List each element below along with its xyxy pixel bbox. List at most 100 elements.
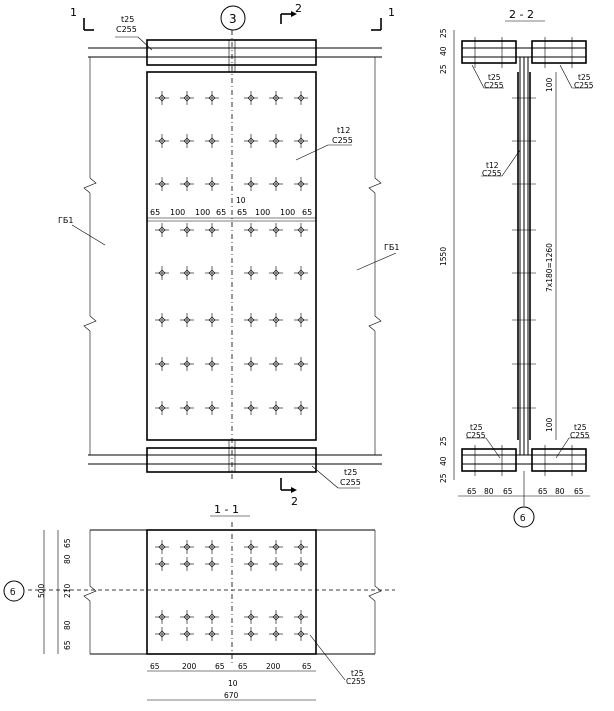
s22-bdim-1: 80 xyxy=(484,487,494,496)
dim-4: 65 xyxy=(237,208,247,217)
section-1-label-right: 1 xyxy=(388,6,395,19)
flange-top-thk: t25 xyxy=(121,15,134,24)
bolt-mark xyxy=(244,610,258,624)
bolt-mark xyxy=(269,313,283,327)
bolt-mark xyxy=(269,177,283,191)
section-2-label-bottom: 2 xyxy=(291,495,298,508)
s22-dim-top-2: 25 xyxy=(439,64,448,74)
bolt-mark xyxy=(155,357,169,371)
bolt-mark xyxy=(180,610,194,624)
bolt-mark xyxy=(180,540,194,554)
section-marker-2-top: 2 xyxy=(280,2,302,24)
s22-fbr-thk: t25 xyxy=(574,423,587,432)
s11-ldim-4: 65 xyxy=(63,640,72,650)
bolt-mark xyxy=(269,134,283,148)
s11-bdim-2: 65 xyxy=(215,662,225,671)
bolt-mark xyxy=(155,223,169,237)
bolt-mark xyxy=(155,266,169,280)
bolt-mark xyxy=(244,134,258,148)
bolt-mark xyxy=(155,557,169,571)
s22-height: 1550 xyxy=(439,247,448,266)
bolt-mark xyxy=(155,610,169,624)
s22-fbr-steel: C255 xyxy=(570,431,590,440)
s22-ftr-steel: C255 xyxy=(574,81,594,90)
bolt-mark xyxy=(180,357,194,371)
section-marker-1-right: 1 xyxy=(371,6,395,31)
bolt-mark xyxy=(155,627,169,641)
bolt-mark xyxy=(294,540,308,554)
bolt-mark xyxy=(205,357,219,371)
main-dims: 65 100 100 65 65 100 100 65 10 xyxy=(147,196,316,219)
bolt-mark xyxy=(269,401,283,415)
section-2-2-flange-bolts xyxy=(474,37,573,476)
s22-ftl-steel: C255 xyxy=(484,81,504,90)
bolt-mark xyxy=(269,266,283,280)
s11-bdim-5: 65 xyxy=(302,662,312,671)
s11-plate-steel: C255 xyxy=(346,677,366,686)
bolt-mark xyxy=(205,134,219,148)
section-1-1-title: 1 - 1 xyxy=(214,503,239,516)
s22-edge-top: 100 xyxy=(545,77,554,92)
bolt-mark xyxy=(294,266,308,280)
section-marker-2-bottom: 2 xyxy=(280,478,298,508)
section-1-1-bolt-grid xyxy=(155,540,308,641)
bolt-mark xyxy=(155,401,169,415)
bolt-mark xyxy=(269,223,283,237)
axis-b-label-left: б xyxy=(10,588,16,598)
bolt-mark xyxy=(244,177,258,191)
bolt-mark xyxy=(205,313,219,327)
s22-web-thk: t12 xyxy=(486,161,499,170)
s22-dim-bot-1: 40 xyxy=(439,456,448,466)
s22-bdim-0: 65 xyxy=(467,487,477,496)
bolt-mark xyxy=(205,610,219,624)
bolt-mark xyxy=(269,610,283,624)
flange-bot-callout: t25 C255 xyxy=(311,465,361,489)
bolt-mark xyxy=(205,266,219,280)
bolt-mark xyxy=(294,134,308,148)
bolt-mark xyxy=(294,91,308,105)
s22-fbl-steel: C255 xyxy=(466,431,486,440)
axis-b-marker-right: б xyxy=(513,506,535,528)
flange-top-callout: t25 C255 xyxy=(115,15,153,51)
s22-flange-top-right-callout: t25 C255 xyxy=(559,64,594,90)
section-1-label-left: 1 xyxy=(70,6,77,19)
bolt-mark xyxy=(294,627,308,641)
web-callout: t12 C255 xyxy=(295,126,353,161)
s11-ldim-1: 80 xyxy=(63,554,72,564)
beam-right-callout: ГБ1 xyxy=(356,243,399,271)
bolt-mark xyxy=(244,313,258,327)
web-thk: t12 xyxy=(337,126,350,135)
bolt-mark xyxy=(269,91,283,105)
s22-web-callout: t12 C255 xyxy=(481,149,521,178)
bolt-mark xyxy=(155,91,169,105)
section-marker-1-left: 1 xyxy=(70,6,94,31)
bolt-mark xyxy=(294,313,308,327)
bolt-mark xyxy=(294,401,308,415)
node-label: 3 xyxy=(229,12,237,26)
bolt-mark xyxy=(205,401,219,415)
bolt-mark xyxy=(205,627,219,641)
flange-bot-steel: C255 xyxy=(340,478,361,487)
bolt-mark xyxy=(244,357,258,371)
s11-gap: 10 xyxy=(228,679,238,688)
bolt-mark xyxy=(180,134,194,148)
bolt-mark xyxy=(244,540,258,554)
section-2-2-title: 2 - 2 xyxy=(509,8,534,21)
bolt-mark xyxy=(244,223,258,237)
bolt-mark xyxy=(155,134,169,148)
s11-ldim-2: 210 xyxy=(63,583,72,598)
dim-0: 65 xyxy=(150,208,160,217)
section-1-1-view: 1 - 1 65 80 210 80 65 500 б 65 200 65 65… xyxy=(3,503,395,701)
s22-dim-bot-2: 25 xyxy=(439,473,448,483)
s22-ftl-thk: t25 xyxy=(488,73,501,82)
web-bolt-grid xyxy=(155,91,308,415)
web-steel: C255 xyxy=(332,136,353,145)
beam-left-callout: ГБ1 xyxy=(58,216,106,246)
bolt-mark xyxy=(180,401,194,415)
bolt-mark xyxy=(269,627,283,641)
bolt-mark xyxy=(269,540,283,554)
dim-gap: 10 xyxy=(236,196,246,205)
s22-bdim-5: 65 xyxy=(574,487,584,496)
bolt-mark xyxy=(244,557,258,571)
